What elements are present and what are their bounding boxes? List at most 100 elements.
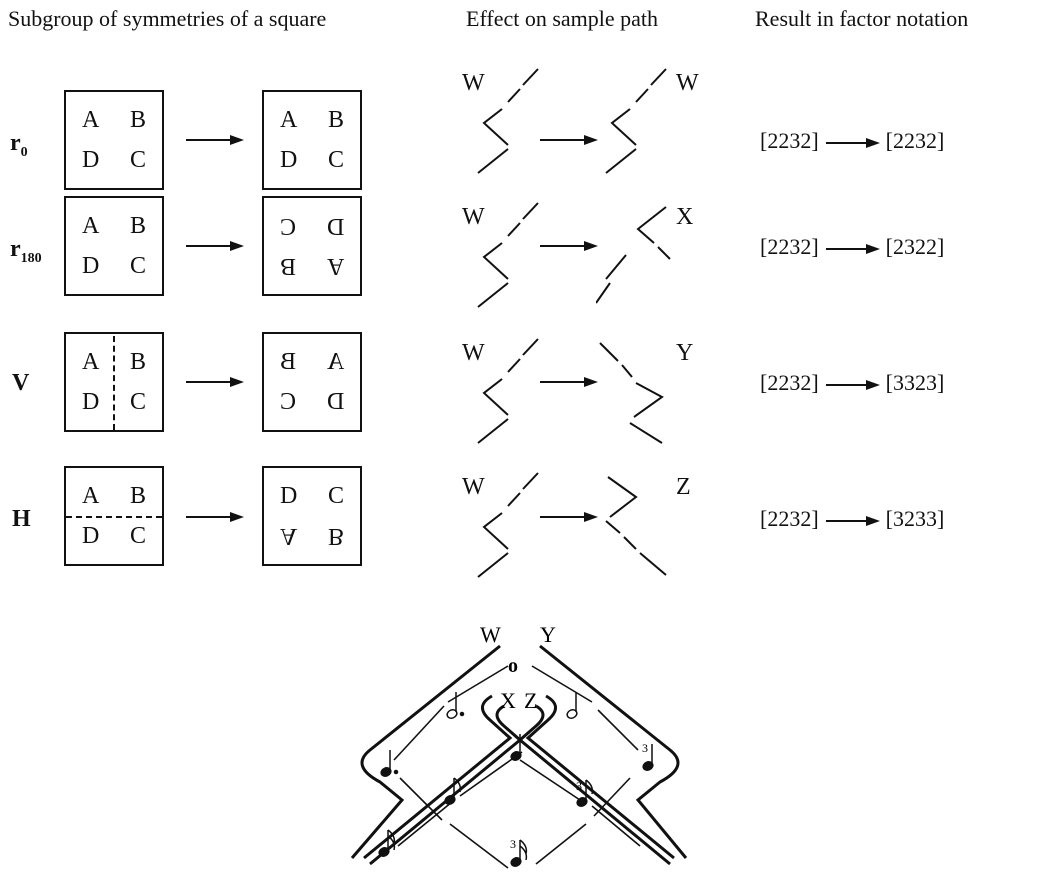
note-quarter bbox=[510, 734, 522, 761]
path-start-label: W bbox=[462, 70, 485, 96]
row-label-letter: r bbox=[10, 236, 21, 262]
map-arrow bbox=[540, 135, 598, 145]
corner-label: B bbox=[129, 107, 146, 133]
factor-result: [2232] [3323] bbox=[760, 370, 944, 396]
map-arrow bbox=[540, 512, 598, 522]
corner-label: B bbox=[129, 349, 146, 375]
whole-note: o bbox=[508, 655, 518, 677]
path-network-diagram: W Y X Z o 3 3 3 bbox=[350, 622, 688, 869]
corner-label: D bbox=[82, 389, 100, 415]
lattice-line bbox=[593, 777, 631, 817]
corner-label: D bbox=[326, 213, 344, 239]
rail-left-outer bbox=[350, 644, 501, 859]
square-image: D C A B bbox=[262, 466, 362, 566]
triplet-mark: 3 bbox=[642, 741, 648, 755]
inner-path-left-2 bbox=[369, 704, 523, 866]
label-w: W bbox=[480, 622, 501, 647]
vertical-axis bbox=[113, 336, 115, 430]
square-original: A B D C bbox=[64, 196, 164, 296]
map-arrow bbox=[186, 377, 244, 387]
corner-label: B bbox=[129, 483, 146, 509]
row-label-letter: H bbox=[12, 506, 31, 532]
factor-from: [2232] bbox=[760, 128, 819, 153]
square-original: A B D C bbox=[64, 90, 164, 190]
lattice-line bbox=[397, 801, 453, 847]
corner-label: B bbox=[327, 107, 344, 133]
lattice-line bbox=[447, 665, 509, 703]
corner-label: D bbox=[82, 523, 100, 549]
corner-label: A bbox=[82, 107, 100, 133]
factor-result: [2232] [3233] bbox=[760, 506, 944, 532]
corner-label: C bbox=[129, 389, 146, 415]
path-start-label: W bbox=[462, 340, 485, 366]
header-symmetries: Subgroup of symmetries of a square bbox=[8, 6, 327, 31]
square-image: B A C D bbox=[262, 332, 362, 432]
corner-label: D bbox=[82, 253, 100, 279]
path-end-label: Y bbox=[676, 340, 694, 366]
corner-label: B bbox=[327, 523, 344, 549]
note-triplet-eighth bbox=[576, 779, 594, 807]
factor-to: [3323] bbox=[885, 370, 945, 395]
corner-label: D bbox=[82, 147, 100, 173]
lattice-line bbox=[535, 823, 587, 865]
factor-result: [2232] [2232] bbox=[760, 128, 944, 154]
corner-label: A bbox=[82, 483, 100, 509]
note-sixteenth bbox=[378, 829, 396, 857]
lattice-line bbox=[519, 759, 581, 801]
factor-to: [2322] bbox=[885, 234, 945, 259]
path-start-label: W bbox=[462, 474, 485, 500]
factor-to: [2232] bbox=[885, 128, 945, 153]
path-end-label: W bbox=[676, 70, 699, 96]
row-label-letter: r bbox=[10, 130, 21, 156]
inner-path-right bbox=[525, 694, 675, 860]
map-arrow bbox=[540, 377, 598, 387]
header-sample-path: Effect on sample path bbox=[466, 6, 659, 31]
map-arrow bbox=[186, 241, 244, 251]
map-arrow bbox=[540, 241, 598, 251]
row-label-r0: r0 bbox=[10, 130, 28, 161]
factor-from: [2232] bbox=[760, 370, 819, 395]
square-original: A B D C bbox=[64, 466, 164, 566]
factor-arrow bbox=[826, 243, 881, 254]
factor-from: [2232] bbox=[760, 506, 819, 531]
label-y: Y bbox=[540, 622, 556, 647]
lattice-line bbox=[591, 805, 641, 847]
corner-label: B bbox=[129, 213, 146, 239]
path-end-label: Z bbox=[676, 474, 691, 500]
row-label-subscript: 180 bbox=[20, 250, 42, 266]
factor-arrow bbox=[826, 137, 881, 148]
map-arrow bbox=[186, 512, 244, 522]
sample-path-original bbox=[477, 338, 539, 444]
path-start-label: W bbox=[462, 204, 485, 230]
sample-path-original bbox=[477, 68, 539, 174]
row-label-letter: V bbox=[12, 370, 30, 396]
note-eighth bbox=[444, 777, 462, 805]
sample-path-original bbox=[477, 472, 539, 578]
corner-label: A bbox=[326, 349, 344, 375]
corner-label: C bbox=[280, 389, 297, 415]
label-z: Z bbox=[524, 688, 537, 713]
corner-label: A bbox=[280, 523, 298, 549]
corner-label: C bbox=[327, 147, 344, 173]
square-image: A B D C bbox=[262, 90, 362, 190]
factor-to: [3233] bbox=[885, 506, 945, 531]
corner-label: C bbox=[327, 483, 344, 509]
label-x: X bbox=[500, 688, 516, 713]
lattice-line bbox=[597, 709, 639, 751]
corner-label: C bbox=[129, 253, 146, 279]
square-image: C D B A bbox=[262, 196, 362, 296]
corner-label: D bbox=[280, 147, 298, 173]
factor-arrow bbox=[826, 379, 881, 390]
triplet-mark: 3 bbox=[576, 779, 582, 793]
map-arrow bbox=[186, 135, 244, 145]
inner-path-left bbox=[363, 694, 513, 860]
row-label-subscript: 0 bbox=[20, 144, 28, 160]
sample-path-image bbox=[605, 68, 667, 174]
triplet-mark: 3 bbox=[510, 837, 516, 851]
sample-path-image bbox=[599, 342, 664, 444]
corner-label: C bbox=[280, 213, 297, 239]
factor-arrow bbox=[826, 515, 881, 526]
note-half bbox=[566, 692, 578, 719]
sample-path-image bbox=[605, 476, 667, 576]
sample-path-original bbox=[477, 202, 539, 308]
